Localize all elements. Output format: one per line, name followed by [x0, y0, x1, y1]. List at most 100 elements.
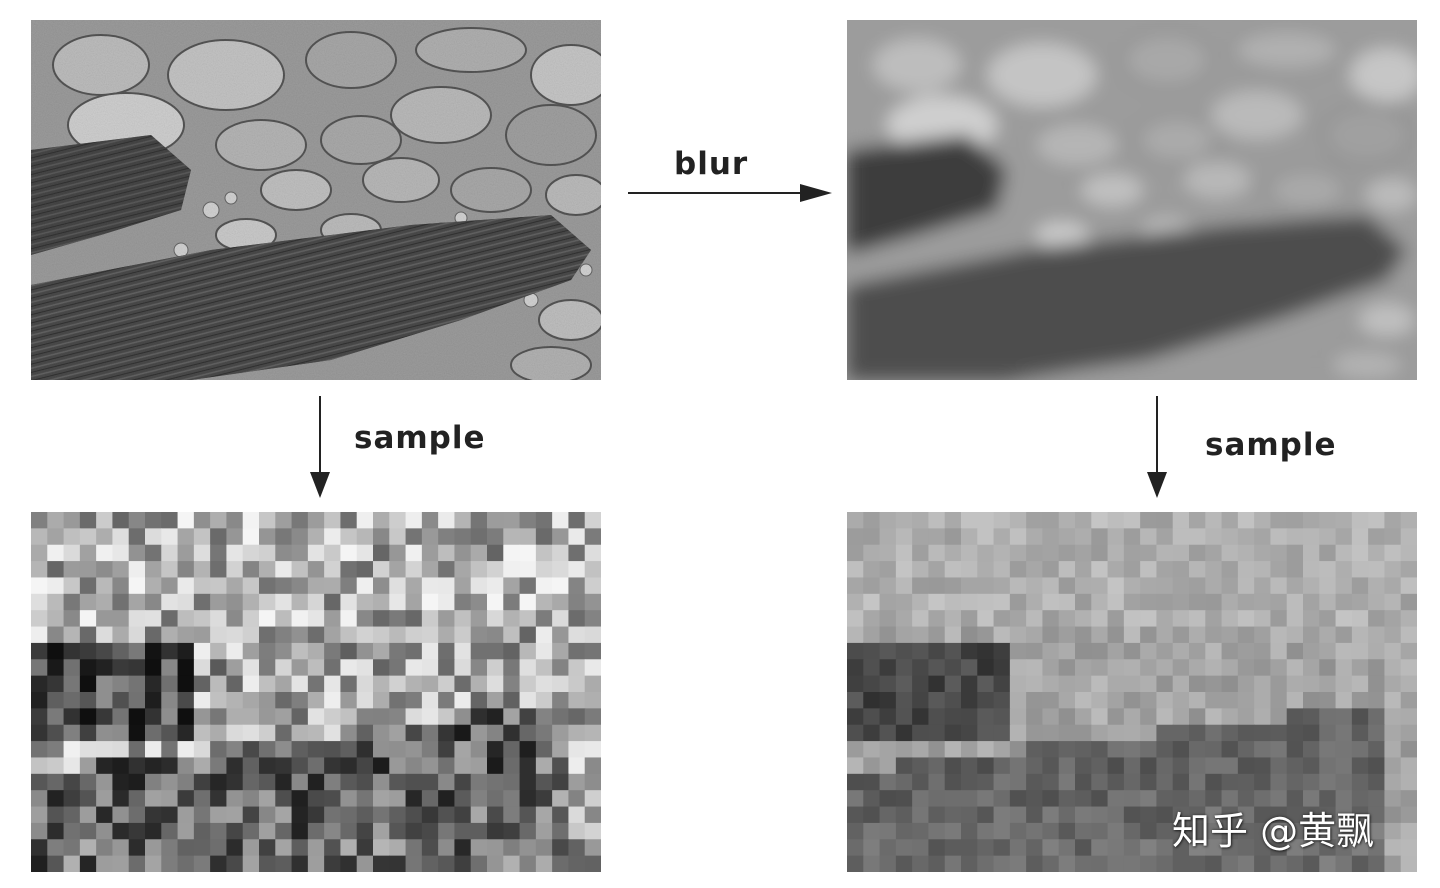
pixel-block [1091, 708, 1109, 726]
pixel-block [487, 773, 504, 791]
pixel-block [226, 512, 244, 529]
pixel-block [242, 659, 260, 677]
pixel-block [487, 528, 504, 546]
pixel-block [1237, 757, 1255, 775]
pixel-block [1123, 692, 1141, 709]
pixel-block [177, 593, 195, 611]
pixel-block [1189, 822, 1206, 840]
pixel-block [1042, 855, 1060, 872]
pixel-block [1107, 577, 1125, 595]
pixel-block [1368, 741, 1386, 759]
pixel-block [259, 512, 276, 529]
pixel-block [1123, 724, 1141, 742]
pixel-block [1303, 642, 1320, 660]
pixel-block [438, 544, 456, 562]
pixel-block [307, 855, 325, 872]
pixel-block [1286, 724, 1304, 742]
pixel-block [1075, 790, 1092, 808]
pixel-block [1026, 528, 1044, 546]
pixel-block [324, 855, 342, 872]
pixel-block [112, 855, 130, 872]
pixel-block [993, 708, 1011, 726]
pixel-block [112, 741, 130, 759]
pixel-block [1237, 561, 1255, 579]
pixel-block [63, 839, 81, 857]
pixel-block [519, 577, 537, 595]
pixel-block [552, 692, 570, 709]
pixel-block [879, 773, 897, 791]
pixel-block [259, 544, 276, 562]
pixel-block [961, 806, 978, 824]
pixel-block [1156, 577, 1174, 595]
pixel-block [1123, 806, 1141, 824]
pixel-block [356, 593, 374, 611]
pixel-block [177, 675, 195, 693]
pixel-block [340, 593, 358, 611]
pixel-block [1221, 773, 1239, 791]
pixel-block [1303, 773, 1320, 791]
pixel-block [405, 757, 423, 775]
pixel-block [1156, 610, 1174, 628]
pixel-block [405, 626, 423, 644]
pixel-block [519, 593, 537, 611]
pixel-block [1351, 610, 1369, 628]
pixel-block [977, 610, 995, 628]
pixel-block [1368, 822, 1386, 840]
pixel-block [1091, 610, 1109, 628]
pixel-block [944, 642, 962, 660]
pixel-block [928, 773, 946, 791]
pixel-block [193, 626, 211, 644]
pixel-block [389, 642, 407, 660]
pixel-block [1237, 512, 1255, 529]
pixel-block [1351, 593, 1369, 611]
pixel-block [128, 855, 146, 872]
pixel-block [1205, 839, 1223, 857]
pixel-block [584, 593, 601, 611]
pixel-block [1319, 692, 1337, 709]
pixel-block [193, 577, 211, 595]
pixel-block [226, 757, 244, 775]
pixel-block [210, 593, 228, 611]
pixel-block [1123, 626, 1141, 644]
pixel-block [1205, 708, 1223, 726]
pixel-block [944, 692, 962, 709]
pixel-block [519, 528, 537, 546]
pixel-block [503, 790, 521, 808]
pixel-block [291, 724, 309, 742]
pixel-block [128, 626, 146, 644]
pixel-block [1319, 855, 1337, 872]
pixel-block [487, 724, 504, 742]
pixel-block [895, 757, 913, 775]
pixel-block [1254, 593, 1272, 611]
pixel-block [63, 512, 81, 529]
pixel-block [438, 708, 456, 726]
pixel-block [1335, 806, 1353, 824]
pixel-block [1156, 708, 1174, 726]
pixel-block [112, 544, 130, 562]
pixel-block [1303, 528, 1320, 546]
pixel-block [470, 642, 488, 660]
pixel-block [324, 806, 342, 824]
pixel-block [928, 675, 946, 693]
pixel-block [96, 855, 114, 872]
pixel-block [568, 544, 586, 562]
pixel-block [421, 708, 439, 726]
pixel-block [389, 544, 407, 562]
pixel-block [847, 790, 864, 808]
pixel-block [1270, 544, 1288, 562]
pixel-block [291, 708, 309, 726]
pixel-block [291, 512, 309, 529]
pixel-block [226, 822, 244, 840]
pixel-block [912, 855, 930, 872]
pixel-block [1205, 610, 1223, 628]
pixel-block [242, 512, 260, 529]
pixel-block [1384, 724, 1402, 742]
pixel-block [438, 692, 456, 709]
pixel-block [31, 642, 48, 660]
pixel-block [1368, 512, 1386, 529]
pixel-block [373, 544, 390, 562]
pixel-block [324, 561, 342, 579]
pixel-block [1319, 806, 1337, 824]
pixel-block [1254, 626, 1272, 644]
pixel-block [373, 708, 390, 726]
